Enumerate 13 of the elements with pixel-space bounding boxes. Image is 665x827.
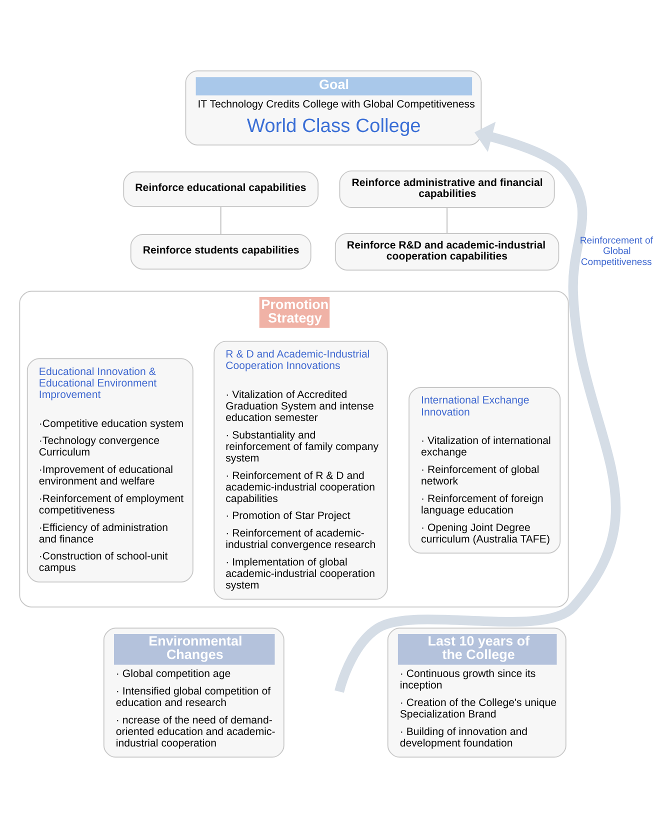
node-box: Environmental Changes · Global competition age · Intensified global competition of education and research · ncrease of the need of demand-oriented education and academic-industrial cooperation [103, 627, 284, 758]
node-box: Goal IT Technology Credits College with Global Competitiveness World Class College [185, 70, 482, 145]
node-box: R & D and Academic-Industrial Cooperation Innovations · Vitalization of Accredited Graduation System and intense education semester · Substantiality and reinforcement of family company system · Reinforcement of R & D and academic-industrial cooperation capabilities · Promotion of Star Project · Reinforcement of academic-industrial convergence research · Implementation of global academic-industrial cooperation system [214, 340, 388, 600]
node-box: Reinforce students capabilities [130, 234, 312, 270]
node-box: Reinforce educational capabilities [123, 170, 319, 207]
node-box: Reinforce R&D and academic-industrial cooperation capabilities [334, 232, 560, 270]
connector [220, 206, 222, 234]
node-box: Last 10 years of the College · Continuous growth since its inception · Creation of the College's unique Specialization Brand · Building of innovation and development foundation [387, 627, 566, 758]
connector [446, 206, 448, 234]
node-box: Educational Innovation & Educational Environment Improvement ·Competitive education system ·Technology convergence Curriculum ·Improvement of educational environment and welfare ·Reinforcement of employment competitiveness ·Efficiency of administration and finance ·Construction of school-unit campus [26, 358, 194, 582]
node-box: Reinforce administrative and financial capabilities [339, 170, 555, 208]
node-box: International Exchange Innovation · Vitalization of international exchange · Reinforcement of global network · Reinforcement of foreign language education · Opening Joint Degree curriculum (Australia TAFE) [408, 386, 561, 554]
edge-label: Reinforcement of Global Competitiveness [580, 235, 654, 268]
